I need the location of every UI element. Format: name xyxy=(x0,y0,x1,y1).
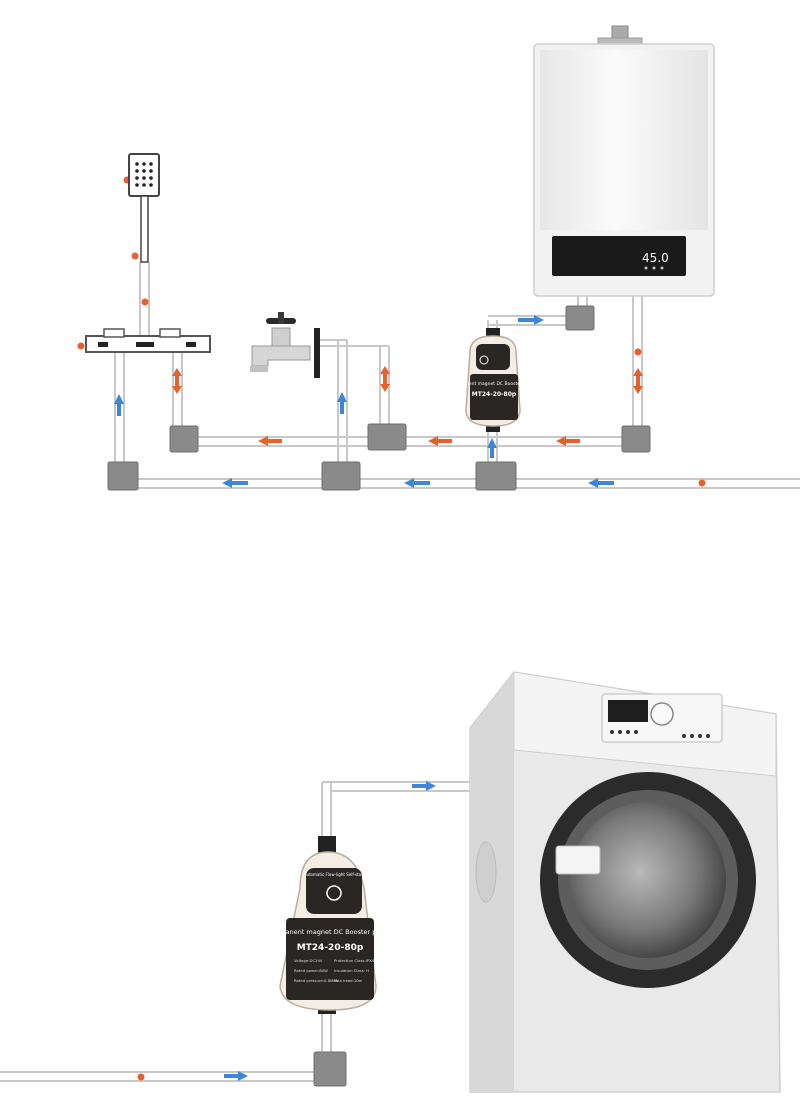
hot-flow-arrow xyxy=(380,366,390,392)
pump-bottom-model: MT24-20-80p xyxy=(297,943,364,953)
marker-dot xyxy=(634,348,642,356)
pump-top-model: MT24-20-80p xyxy=(472,391,517,398)
tee-fitting xyxy=(475,461,517,491)
hot-flow-arrow xyxy=(556,436,580,446)
tee-fitting xyxy=(367,423,407,451)
cold-flow-arrow xyxy=(404,478,430,488)
door-handle xyxy=(555,845,601,875)
spec-line: Protection Class:IPX4 xyxy=(334,958,375,963)
cold-flow-arrow xyxy=(518,315,544,325)
spec-line: Rated pressure:0.8MPa xyxy=(294,978,338,983)
shower-head-icon xyxy=(128,153,160,263)
marker-dot xyxy=(141,298,149,306)
cold-flow-arrow xyxy=(114,394,124,416)
marker-dot xyxy=(131,252,139,260)
water-heater-icon: 45.0 xyxy=(533,25,715,297)
tee-fitting xyxy=(321,461,361,491)
hot-flow-arrow xyxy=(258,436,282,446)
hot-flow-arrow xyxy=(633,368,643,394)
booster-pump-icon: Permanent magnet DC Booster pump MT24-20… xyxy=(452,328,537,432)
top-flow-arrows xyxy=(114,315,643,488)
marker-dot xyxy=(137,1073,145,1081)
heater-control-panel xyxy=(552,236,686,276)
mixer-valve xyxy=(85,328,211,353)
washing-machine-icon xyxy=(469,671,781,1093)
spec-line: Insulation Class: H xyxy=(334,968,369,973)
hot-flow-arrow xyxy=(172,368,182,394)
cold-flow-arrow xyxy=(337,392,347,414)
cold-flow-arrow xyxy=(487,438,497,458)
elbow-fitting xyxy=(621,425,651,453)
faucet-icon xyxy=(250,312,320,378)
power-icon xyxy=(479,355,489,365)
cold-flow-arrow xyxy=(224,1071,248,1081)
elbow-fitting xyxy=(107,461,139,491)
heater-display: 45.0 xyxy=(642,251,669,265)
power-icon xyxy=(326,885,342,901)
elbow-fitting xyxy=(313,1051,347,1087)
washer-dial xyxy=(650,702,674,726)
spec-line: Max head:10m xyxy=(334,978,363,983)
cold-flow-arrow xyxy=(222,478,248,488)
pump-bottom-top-label: Automatic Flow-light Self-start xyxy=(304,872,365,877)
spec-line: Voltage:DC24V xyxy=(294,958,323,963)
marker-dot xyxy=(77,342,85,350)
elbow-fitting xyxy=(169,425,199,453)
cold-flow-arrow xyxy=(412,781,436,791)
pump-top-title: Permanent magnet DC Booster pump xyxy=(452,381,537,387)
bottom-pipes xyxy=(0,781,470,1082)
marker-dot xyxy=(698,479,706,487)
cold-flow-arrow xyxy=(588,478,614,488)
spec-line: Rated power:80W xyxy=(294,968,328,973)
pump-bottom-title: Permanent magnet DC Booster pump xyxy=(269,928,391,936)
top-fittings xyxy=(107,305,651,491)
booster-pump-icon: Automatic Flow-light Self-start Permanen… xyxy=(269,836,391,1014)
hot-flow-arrow xyxy=(428,436,452,446)
elbow-fitting xyxy=(565,305,595,331)
